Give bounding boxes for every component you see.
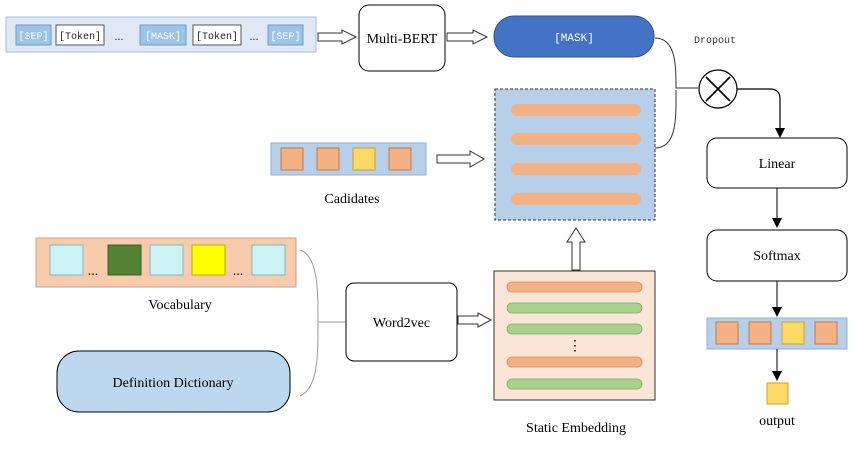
vocabulary-square bbox=[149, 244, 184, 276]
vocabulary-strip: ... ... bbox=[35, 237, 297, 288]
output-square bbox=[766, 382, 789, 405]
score-square bbox=[814, 321, 838, 345]
score-square bbox=[715, 321, 739, 345]
arrow-static-to-panel bbox=[566, 227, 586, 271]
output-label: output bbox=[759, 414, 795, 429]
token-ellipsis-1: ... bbox=[115, 29, 124, 43]
candidate-embedding-bar bbox=[511, 193, 641, 205]
candidate-square bbox=[316, 147, 340, 171]
token-sep-2: [SEP] bbox=[270, 31, 300, 43]
static-embedding-bar bbox=[506, 356, 643, 368]
token-box-sep-1 bbox=[15, 24, 52, 46]
dropout-label: Dropout bbox=[694, 36, 736, 47]
candidate-square bbox=[280, 147, 304, 171]
static-embedding-bar bbox=[506, 378, 643, 390]
static-embedding-bar bbox=[506, 323, 643, 335]
definition-dictionary-node: Definition Dictionary bbox=[56, 350, 291, 413]
candidates-to-multiply-line bbox=[654, 90, 677, 149]
mask-output-node: [MASK] bbox=[493, 15, 655, 58]
vocabulary-ellipsis-1: ... bbox=[88, 264, 99, 279]
candidate-embedding-bar bbox=[511, 133, 641, 145]
static-embedding-label: Static Embedding bbox=[526, 421, 626, 436]
merge-bracket bbox=[299, 249, 319, 397]
arrow-bert-to-mask bbox=[446, 29, 489, 45]
token-sep-1: [SEP] bbox=[18, 31, 48, 43]
candidates-strip bbox=[270, 142, 427, 176]
candidate-square bbox=[352, 147, 376, 171]
static-embedding-bar bbox=[506, 281, 643, 293]
token-mask: [MASK] bbox=[145, 31, 181, 43]
softmax-label: Softmax bbox=[753, 249, 800, 264]
arrow-candidates-to-panel bbox=[436, 150, 486, 168]
vocabulary-square bbox=[191, 244, 226, 276]
candidate-embedding-bar bbox=[511, 104, 641, 116]
vocabulary-square bbox=[251, 244, 286, 276]
arrow-word2vec-to-static bbox=[457, 312, 493, 328]
definition-dictionary-label: Definition Dictionary bbox=[113, 376, 234, 391]
candidates-label: Cadidates bbox=[324, 192, 379, 207]
vocabulary-ellipsis-2: ... bbox=[233, 264, 244, 279]
multi-bert-node: Multi-BERT bbox=[358, 4, 446, 72]
static-embedding-panel: ⋮ bbox=[493, 270, 656, 401]
score-square bbox=[748, 321, 772, 345]
score-square bbox=[781, 321, 805, 345]
linear-node: Linear bbox=[706, 137, 848, 189]
token-box-mask bbox=[139, 24, 187, 46]
output-score-strip bbox=[706, 317, 848, 350]
mask-to-multiply-line bbox=[654, 37, 698, 89]
token-box-2 bbox=[192, 24, 242, 46]
token-1: [Token] bbox=[59, 31, 101, 43]
mask-output-label: [MASK] bbox=[554, 33, 594, 45]
token-ellipsis-2: ... bbox=[250, 29, 259, 43]
static-embedding-dots: ⋮ bbox=[568, 339, 582, 354]
vocabulary-label: Vocabulary bbox=[148, 298, 212, 313]
multiply-icon bbox=[698, 69, 738, 109]
vocabulary-square bbox=[107, 244, 142, 276]
input-sequence: [SEP] [Token] ... [MASK] [Token] ... [SE… bbox=[5, 16, 317, 53]
linear-label: Linear bbox=[759, 157, 796, 172]
multi-bert-label: Multi-BERT bbox=[367, 32, 438, 47]
vocabulary-square bbox=[49, 244, 84, 276]
word2vec-node: Word2vec bbox=[345, 282, 458, 362]
softmax-node: Softmax bbox=[706, 229, 848, 282]
static-embedding-bar bbox=[506, 302, 643, 314]
arrow-input-to-bert bbox=[317, 29, 358, 45]
candidate-square bbox=[388, 147, 412, 171]
word2vec-label: Word2vec bbox=[373, 316, 430, 331]
token-2: [Token] bbox=[196, 31, 238, 43]
candidate-embedding-panel bbox=[494, 88, 656, 221]
arrow-multiply-to-linear bbox=[737, 88, 785, 138]
token-box-sep-2 bbox=[267, 24, 304, 46]
candidate-embedding-bar bbox=[511, 163, 641, 175]
token-box-1 bbox=[55, 24, 105, 46]
